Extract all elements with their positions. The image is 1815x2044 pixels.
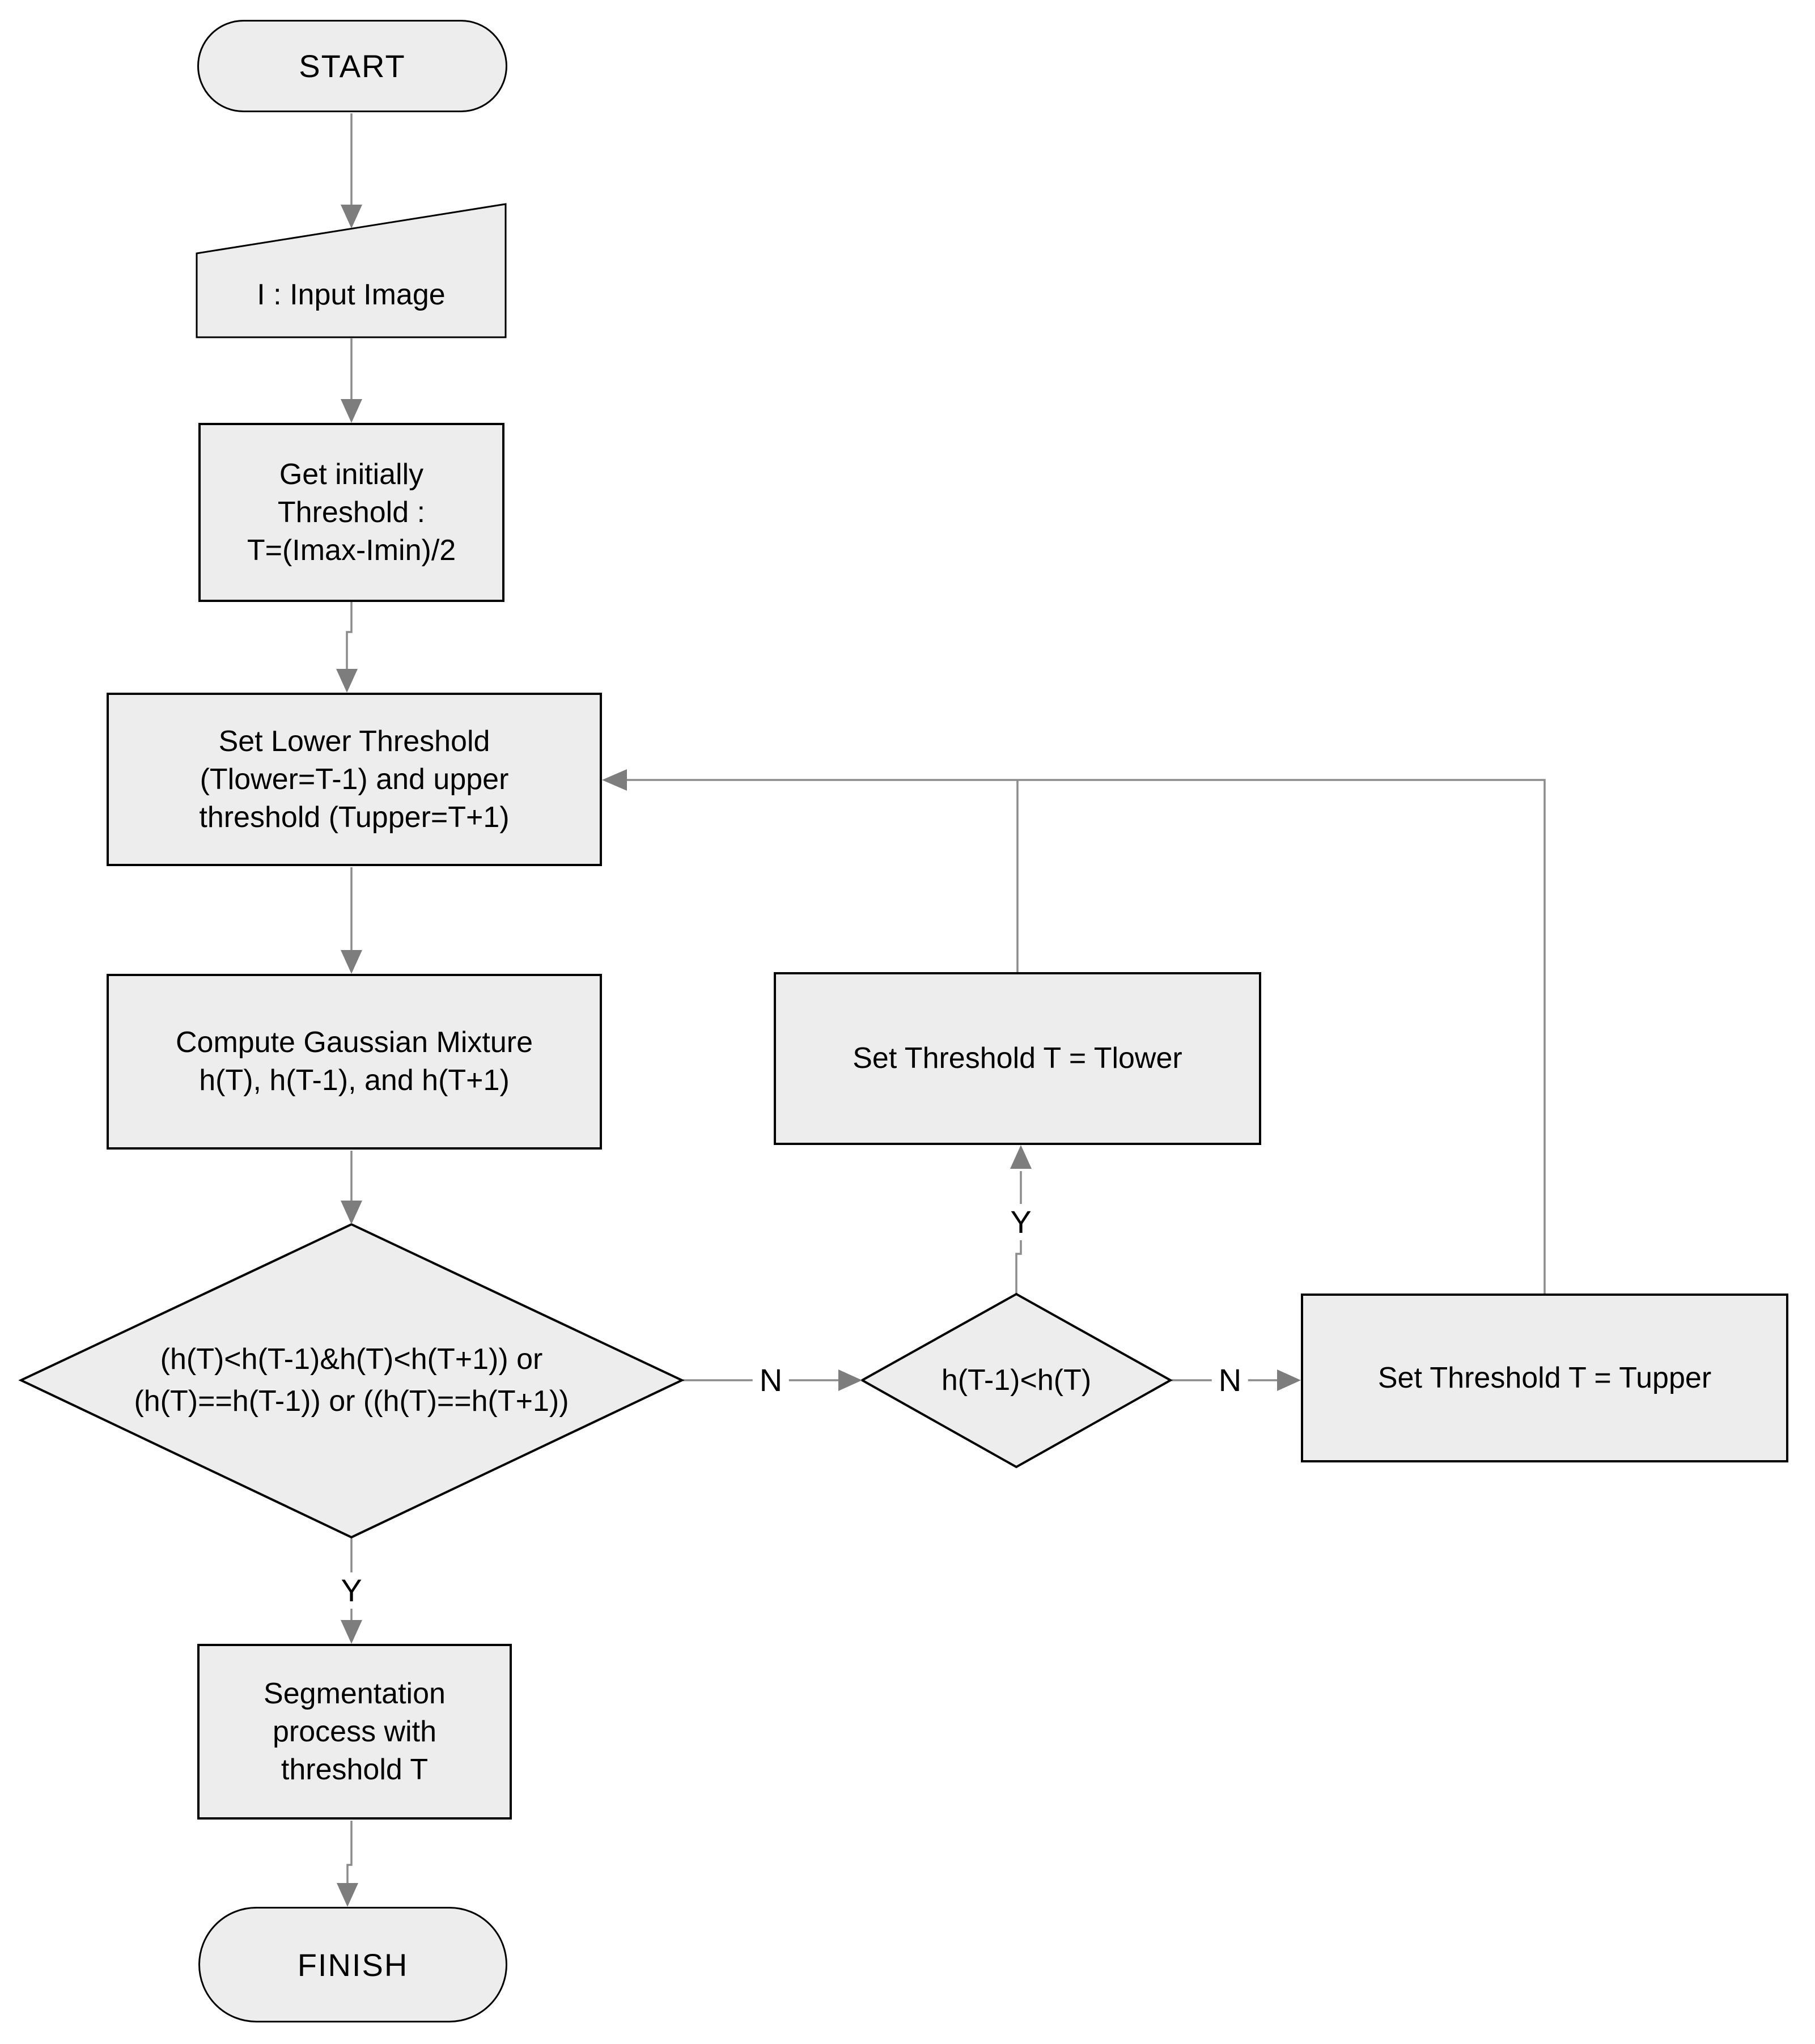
finish-terminator: FINISH xyxy=(198,1907,507,2022)
arrowhead-into-segmentation xyxy=(341,1620,362,1644)
set-bounds-process: Set Lower Threshold (Tlower=T-1) and upp… xyxy=(107,693,602,866)
segmentation-line: threshold T xyxy=(281,1753,429,1786)
arrowhead-into-tupper xyxy=(1277,1369,1301,1391)
compare-decision-shape xyxy=(859,1292,1173,1469)
main-decision-label-box: (h(T)<h(T-1)&h(T)<h(T+1)) or (h(T)==h(T-… xyxy=(68,1315,635,1445)
init-threshold-line: T=(Imax-Imin)/2 xyxy=(247,533,456,567)
finish-label: FINISH xyxy=(297,1947,409,1983)
set-bounds-line: threshold (Tupper=T+1) xyxy=(199,800,510,834)
init-threshold-line: Threshold : xyxy=(277,495,426,529)
edge-label-y-compare: Y xyxy=(1003,1204,1038,1240)
set-tlower-label: Set Threshold T = Tlower xyxy=(853,1042,1182,1075)
main-decision-line: (h(T)<h(T-1)&h(T)<h(T+1)) or xyxy=(160,1343,543,1376)
edge-feedback-from-tupper xyxy=(627,779,1546,1294)
edge-label-y-main: Y xyxy=(334,1572,369,1609)
set-tupper-label: Set Threshold T = Tupper xyxy=(1377,1361,1712,1394)
start-label: START xyxy=(299,48,406,84)
edge-label-n-main: N xyxy=(752,1362,790,1398)
set-tlower-process: Set Threshold T = Tlower xyxy=(774,972,1261,1145)
start-terminator: START xyxy=(197,20,507,112)
arrowhead-into-tlower xyxy=(1010,1145,1032,1169)
input-image-shape xyxy=(196,203,507,338)
set-bounds-line: (Tlower=T-1) and upper xyxy=(200,762,509,796)
init-threshold-process: Get initially Threshold : T=(Imax-Imin)/… xyxy=(198,423,504,602)
compare-decision-label-box: h(T-1)<h(T) xyxy=(875,1349,1158,1411)
main-decision-line: (h(T)==h(T-1)) or ((h(T)==h(T+1)) xyxy=(134,1385,569,1418)
input-image-label-box: I : Input Image xyxy=(197,249,506,340)
segmentation-line: Segmentation xyxy=(264,1677,446,1710)
arrowhead-into-setbounds xyxy=(336,669,358,693)
arrowhead-into-decision xyxy=(341,1201,362,1224)
input-image-label: I : Input Image xyxy=(257,278,446,311)
compute-gaussian-process: Compute Gaussian Mixture h(T), h(T-1), a… xyxy=(107,974,602,1150)
edge-label-n-compare: N xyxy=(1211,1362,1249,1398)
arrowhead-into-compute xyxy=(341,950,362,974)
arrowhead-into-init xyxy=(341,399,362,423)
arrowhead-into-compare xyxy=(838,1369,862,1391)
set-tupper-process: Set Threshold T = Tupper xyxy=(1301,1294,1788,1462)
main-decision-shape xyxy=(18,1223,685,1539)
arrowhead-feedback-into-setbounds xyxy=(602,769,627,791)
segmentation-process: Segmentation process with threshold T xyxy=(197,1644,512,1820)
init-threshold-line: Get initially xyxy=(279,457,424,491)
compute-gaussian-line: Compute Gaussian Mixture xyxy=(175,1026,533,1059)
set-bounds-line: Set Lower Threshold xyxy=(218,724,490,758)
arrowhead-into-finish xyxy=(337,1883,358,1907)
edge-init-to-setbounds xyxy=(346,602,353,669)
compute-gaussian-line: h(T), h(T-1), and h(T+1) xyxy=(199,1064,510,1097)
segmentation-line: process with xyxy=(273,1715,436,1748)
compare-decision-label: h(T-1)<h(T) xyxy=(941,1364,1092,1397)
edge-segmentation-to-finish xyxy=(346,1821,353,1883)
arrowhead-into-input xyxy=(341,205,362,228)
